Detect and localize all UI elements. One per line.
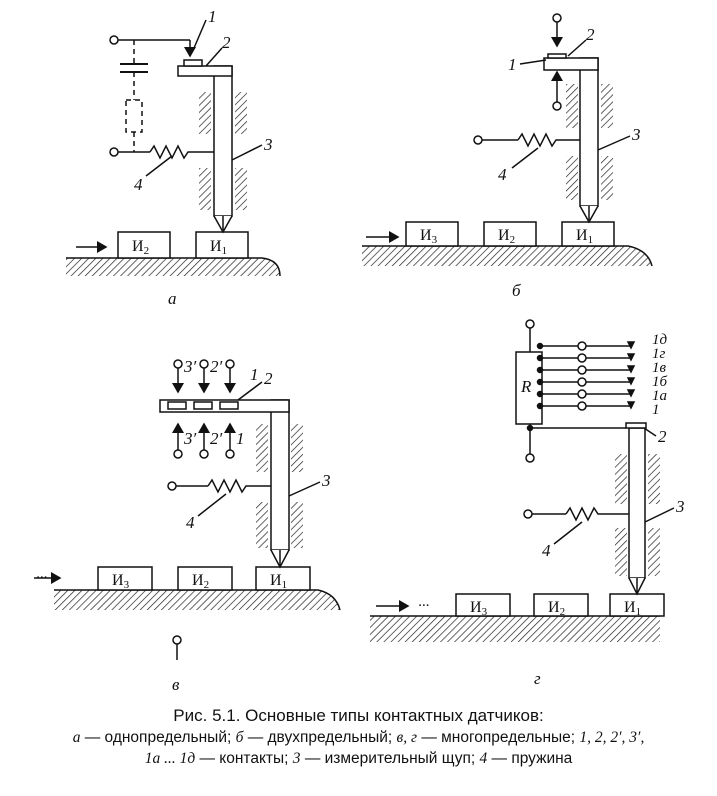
caption-italic-segment: 1а ... 1д	[144, 750, 196, 767]
svg-text:1а: 1а	[652, 388, 667, 404]
svg-text:4: 4	[542, 541, 551, 560]
workpiece-box	[195, 231, 249, 259]
panel-tag: а	[168, 289, 177, 308]
guide-block	[199, 92, 211, 134]
svg-text:1б: 1б	[652, 374, 668, 390]
svg-text:···: ···	[36, 570, 47, 586]
panel-b-text: И3 И2 И1 1 2 3 4 б	[420, 25, 641, 300]
caption-italic-segment: 3	[292, 750, 301, 767]
guide-block	[235, 92, 247, 134]
panel-v	[34, 359, 341, 660]
caption-text-segment: — контакты;	[195, 750, 293, 767]
svg-text:3: 3	[631, 125, 641, 144]
svg-text:4: 4	[498, 165, 507, 184]
svg-text:2: 2	[658, 427, 667, 446]
figure-caption-legend-2: 1а ... 1д — контакты; 3 — измерительный …	[0, 750, 717, 768]
svg-text:1: 1	[236, 429, 245, 448]
svg-text:3′: 3′	[183, 357, 197, 376]
svg-text:2: 2	[586, 25, 595, 44]
contact-plate	[177, 65, 233, 77]
ground-surface	[66, 258, 280, 276]
svg-text:3′: 3′	[183, 429, 197, 448]
svg-text:1: 1	[508, 55, 517, 74]
svg-text:3: 3	[321, 471, 331, 490]
svg-text:в: в	[172, 675, 180, 694]
svg-text:1: 1	[250, 365, 259, 384]
guide-block	[199, 168, 211, 210]
svg-text:1д: 1д	[652, 332, 668, 348]
svg-text:2′: 2′	[210, 429, 223, 448]
svg-text:2: 2	[264, 369, 273, 388]
caption-italic-segment: б	[235, 729, 244, 746]
caption-italic-segment: а	[72, 729, 81, 746]
panel-g-text: ··· И3 И2 И1 R 1д 1г 1в 1б 1а 1 2 3 4 г	[418, 332, 685, 688]
caption-text-segment: — однопредельный;	[80, 729, 236, 746]
caption-text-segment: — двухпредельный;	[243, 729, 397, 746]
part-label: 4	[134, 175, 143, 194]
caption-text-segment: — измерительный щуп;	[300, 750, 480, 767]
caption-italic-segment: 1, 2, 2′, 3′,	[579, 729, 645, 746]
guide-block	[235, 168, 247, 210]
figure-caption-legend-1: а — однопредельный; б — двухпредельный; …	[0, 729, 717, 747]
svg-text:4: 4	[186, 513, 195, 532]
figure-caption-title: Рис. 5.1. Основные типы контактных датчи…	[173, 706, 544, 725]
workpiece-box	[117, 231, 171, 259]
contact-pad	[183, 59, 203, 67]
svg-text:3: 3	[675, 497, 685, 516]
part-label: 3	[263, 135, 273, 154]
svg-text:г: г	[534, 669, 541, 688]
svg-text:б: б	[512, 281, 521, 300]
caption-text-segment: — пружина	[487, 750, 573, 767]
svg-text:2′: 2′	[210, 357, 223, 376]
part-label: 1	[208, 7, 217, 26]
caption-italic-segment: в, г	[396, 729, 418, 746]
panel-g	[370, 319, 675, 642]
svg-text:···: ···	[418, 598, 429, 614]
panel-a	[66, 19, 281, 277]
panel-b	[362, 13, 653, 267]
svg-text:1г: 1г	[652, 346, 666, 362]
svg-text:R: R	[520, 377, 532, 396]
part-label: 2	[222, 33, 231, 52]
svg-text:1: 1	[652, 402, 660, 418]
caption-italic-segment: 4	[479, 750, 488, 767]
spring	[149, 144, 214, 160]
svg-text:1в: 1в	[652, 360, 667, 376]
caption-text-segment: — многопредельные;	[417, 729, 580, 746]
probe-rod	[213, 65, 233, 217]
